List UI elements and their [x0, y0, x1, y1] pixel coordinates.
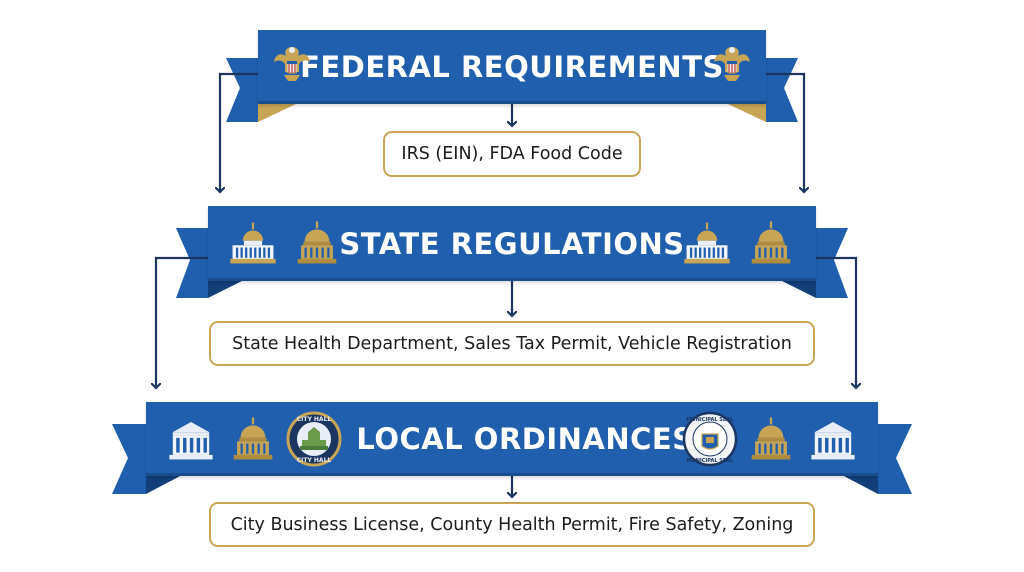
capitol-dome-icon — [228, 416, 278, 462]
local-banner-title: LOCAL ORDINANCES — [356, 422, 694, 456]
federal-eagle-seal-icon — [272, 40, 312, 88]
federal-banner: FEDERAL REQUIREMENTS — [258, 30, 766, 104]
city-hall-seal-top-text: CITY HALL — [297, 416, 332, 423]
arrow-federal-right — [762, 72, 804, 192]
municipal-seal-icon: MUNICIPAL SEAL MUNICIPAL SEAL — [682, 411, 738, 467]
capitol-dome-icon — [746, 416, 796, 462]
arrow-federal-left — [220, 72, 262, 192]
municipal-seal-bottom-text: MUNICIPAL SEAL — [687, 458, 734, 464]
local-requirements-box: City Business License, County Health Per… — [209, 502, 815, 547]
municipal-seal-top-text: MUNICIPAL SEAL — [687, 417, 734, 423]
state-capitol-icon — [228, 220, 278, 266]
state-requirements-box: State Health Department, Sales Tax Permi… — [209, 321, 815, 366]
city-hall-seal-bottom-text: CITY HALL — [297, 457, 332, 464]
state-ribbon-tails — [176, 228, 848, 298]
federal-requirements-text: IRS (EIN), FDA Food Code — [401, 144, 623, 164]
local-requirements-text: City Business License, County Health Per… — [230, 514, 794, 535]
local-banner: LOCAL ORDINANCES CITY HALL CITY HALL MUN… — [146, 402, 878, 476]
state-requirements-text: State Health Department, Sales Tax Permi… — [232, 333, 792, 354]
arrow-state-right — [812, 256, 856, 388]
state-capitol-icon — [682, 220, 732, 266]
city-hall-seal-icon: CITY HALL CITY HALL — [286, 411, 342, 467]
arrow-state-left — [156, 256, 212, 388]
city-hall-building-icon — [808, 416, 858, 462]
local-ribbon-tails — [112, 424, 912, 494]
state-banner-title: STATE REGULATIONS — [339, 226, 685, 261]
federal-banner-title: FEDERAL REQUIREMENTS — [300, 50, 724, 84]
state-capitol-icon — [746, 220, 796, 266]
state-capitol-icon — [292, 220, 342, 266]
state-banner: STATE REGULATIONS — [208, 206, 816, 281]
federal-eagle-seal-icon — [712, 40, 752, 88]
federal-requirements-box: IRS (EIN), FDA Food Code — [383, 131, 641, 177]
city-hall-building-icon — [166, 416, 216, 462]
